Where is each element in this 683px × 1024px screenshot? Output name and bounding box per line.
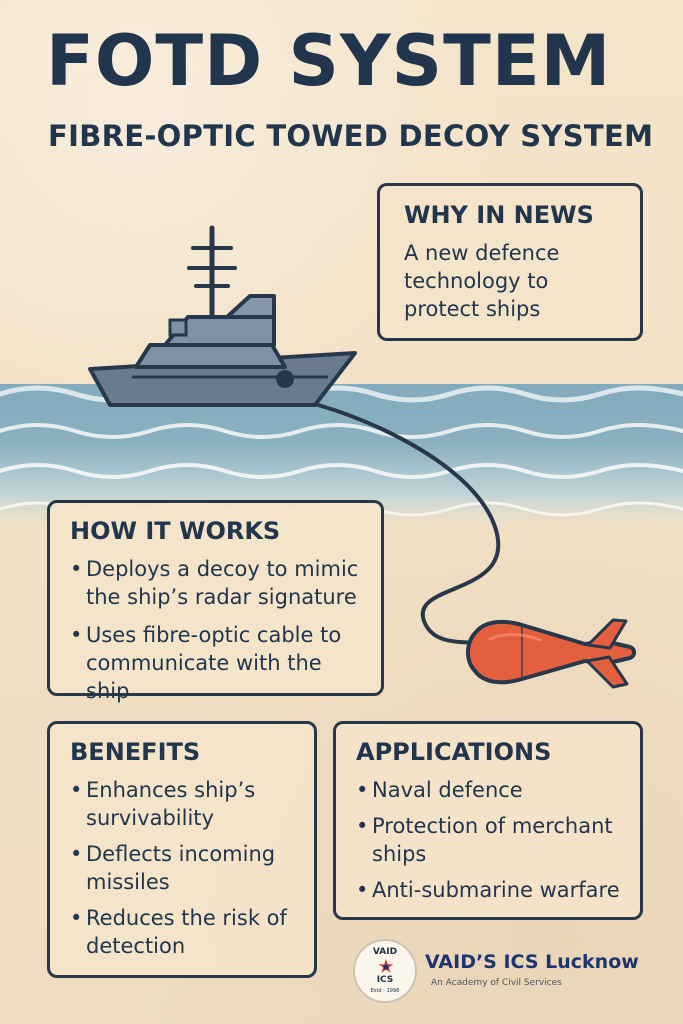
page-subtitle: FIBRE-OPTIC TOWED DECOY SYSTEM bbox=[48, 119, 654, 153]
seal-top-text: VAID bbox=[372, 947, 398, 957]
how-it-works-list: Deploys a decoy to mimic the ship’s rada… bbox=[70, 556, 365, 706]
why-in-news-heading: WHY IN NEWS bbox=[404, 201, 594, 229]
how-it-works-item: Deploys a decoy to mimic the ship’s rada… bbox=[70, 556, 365, 612]
applications-card: APPLICATIONS Naval defence Protection of… bbox=[333, 721, 643, 920]
page-title: FOTD SYSTEM bbox=[46, 20, 612, 102]
benefits-item: Deflects incoming missiles bbox=[70, 841, 300, 897]
academy-branding: VAID ICS Estd - 1998 VAID’S ICS Lucknow … bbox=[353, 939, 643, 1005]
decoy-icon bbox=[466, 618, 637, 689]
cable-icon bbox=[316, 403, 501, 645]
why-in-news-text: A new defence technology to protect ship… bbox=[404, 241, 560, 322]
benefits-item: Reduces the risk of detection bbox=[70, 905, 300, 961]
why-in-news-card: WHY IN NEWS A new defence technology to … bbox=[377, 183, 643, 341]
applications-item: Naval defence bbox=[356, 777, 626, 805]
seal-star-icon bbox=[378, 959, 394, 973]
applications-heading: APPLICATIONS bbox=[356, 738, 552, 766]
academy-name: VAID’S ICS Lucknow bbox=[425, 951, 639, 973]
seal-bottom-text: ICS bbox=[376, 975, 394, 985]
how-it-works-card: HOW IT WORKS Deploys a decoy to mimic th… bbox=[47, 500, 384, 703]
benefits-item: Enhances ship’s survivability bbox=[70, 777, 300, 833]
academy-tagline: An Academy of Civil Services bbox=[431, 978, 562, 988]
seal-small-text: Estd - 1998 bbox=[370, 988, 400, 994]
ship-icon bbox=[88, 225, 357, 407]
applications-item: Protection of merchant ships bbox=[356, 813, 626, 869]
how-it-works-heading: HOW IT WORKS bbox=[70, 517, 281, 545]
academy-seal-icon: VAID ICS Estd - 1998 bbox=[353, 939, 417, 1003]
applications-list: Naval defence Protection of merchant shi… bbox=[356, 777, 626, 905]
applications-item: Anti-submarine warfare bbox=[356, 877, 626, 905]
benefits-heading: BENEFITS bbox=[70, 738, 201, 766]
benefits-card: BENEFITS Enhances ship’s survivability D… bbox=[47, 721, 317, 978]
benefits-list: Enhances ship’s survivability Deflects i… bbox=[70, 777, 300, 961]
how-it-works-item: Uses fibre-optic cable to communicate wi… bbox=[70, 622, 365, 706]
